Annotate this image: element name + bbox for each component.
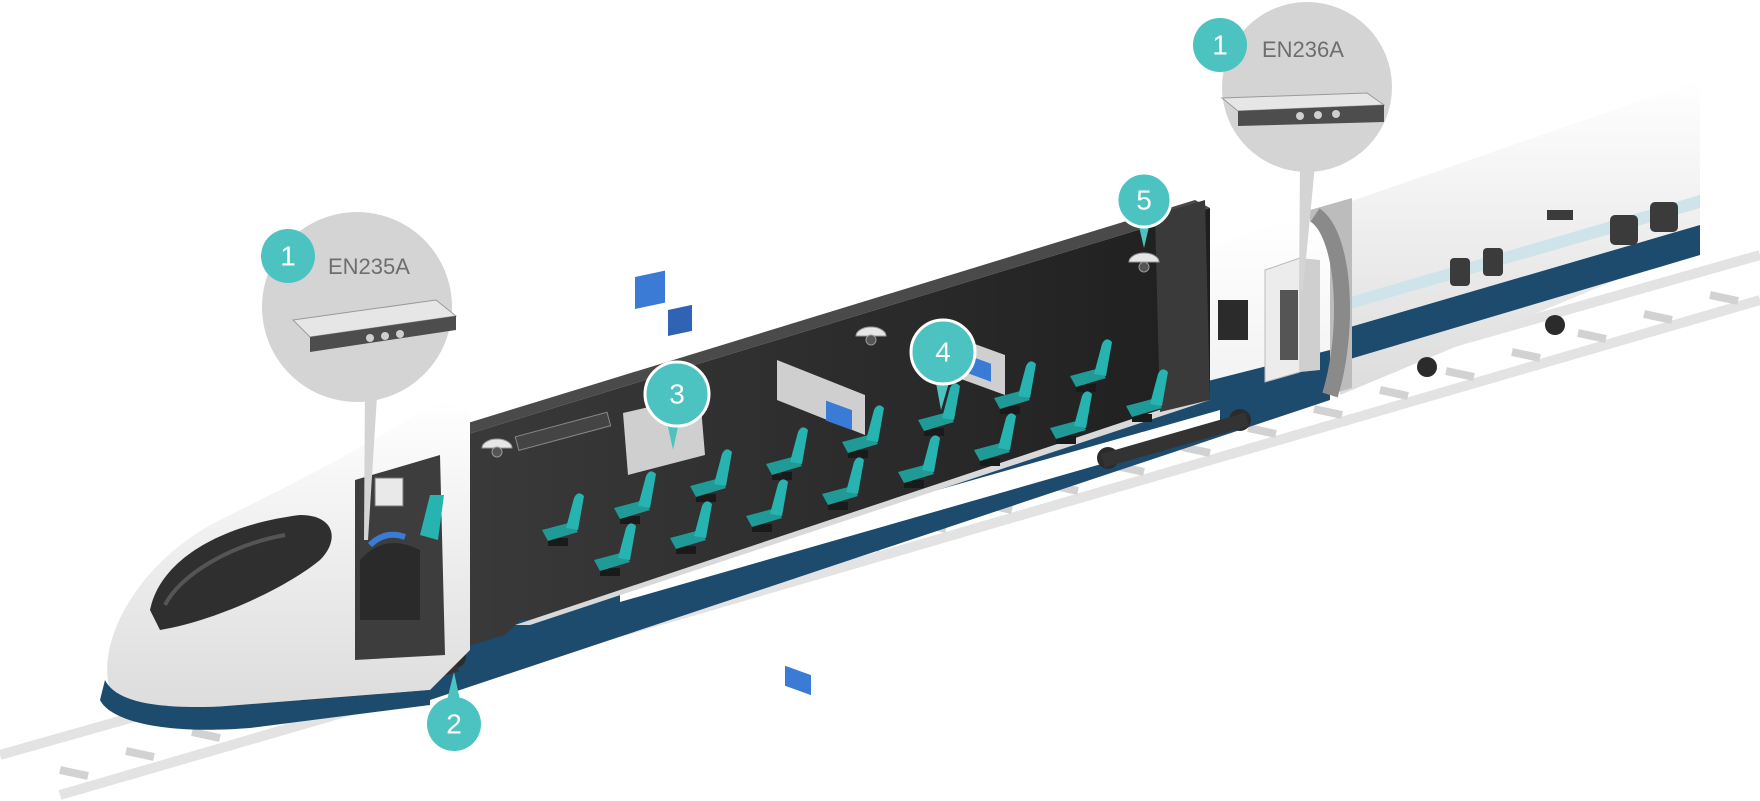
passenger-seat [690, 449, 732, 502]
device-badge [261, 229, 315, 283]
passenger-seat [670, 501, 712, 554]
device-bubble-en235a: 1 EN235A [261, 212, 458, 402]
track-sleeper [1643, 310, 1673, 324]
track-sleeper [1577, 329, 1607, 343]
passenger-seat [822, 457, 864, 510]
equipment-rack [1264, 257, 1320, 383]
device-en235a-image [291, 299, 458, 352]
device-bubble-circle [1222, 2, 1392, 172]
passenger-seat [614, 471, 656, 524]
device-badge [1193, 18, 1247, 72]
callout-pin-5: 5 [1115, 171, 1173, 248]
track-sleeper [1511, 348, 1541, 362]
passenger-seat [898, 435, 940, 488]
rear-car [1340, 80, 1700, 395]
passenger-seat [918, 383, 960, 436]
passenger-seat [842, 405, 884, 458]
passenger-seats [542, 339, 1168, 576]
track-sleeper [1709, 291, 1739, 305]
device-model-label: EN235A [328, 254, 410, 279]
callout-number: 4 [935, 337, 951, 368]
track-sleeper [191, 728, 221, 742]
passenger-seat [594, 523, 636, 576]
callout-pin-2: 2 [427, 672, 481, 751]
cabin-sign [514, 411, 612, 451]
device-badge-number: 1 [1212, 30, 1228, 61]
callout-number: 2 [446, 709, 462, 740]
callout-number: 5 [1136, 185, 1152, 216]
track-sleeper [1445, 367, 1475, 381]
train-nose [100, 400, 470, 730]
callout-stems [364, 165, 1315, 540]
callout-pin-4: 4 [909, 318, 977, 410]
passenger-seat [1070, 339, 1112, 392]
passenger-seat [994, 361, 1036, 414]
track-sleeper [1379, 386, 1409, 400]
passenger-seat [1126, 369, 1168, 422]
passenger-seat [1050, 391, 1092, 444]
device-model-label: EN236A [1262, 37, 1344, 62]
track-sleeper [59, 766, 89, 780]
passenger-seat [766, 427, 808, 480]
device-badge-number: 1 [280, 241, 296, 272]
passenger-seat [974, 413, 1016, 466]
callout-pin-3: 3 [643, 360, 711, 450]
track-sleeper [1181, 443, 1211, 457]
track-sleeper [1313, 405, 1343, 419]
track-sleeper [125, 747, 155, 761]
passenger-seat [746, 479, 788, 532]
track-sleeper [1247, 424, 1277, 438]
ceiling-cameras [481, 252, 1160, 458]
passenger-seat [542, 493, 584, 546]
callout-number: 3 [669, 379, 685, 410]
device-en236a-image [1220, 92, 1386, 126]
device-bubble-en236a: 1 EN236A [1193, 2, 1392, 172]
